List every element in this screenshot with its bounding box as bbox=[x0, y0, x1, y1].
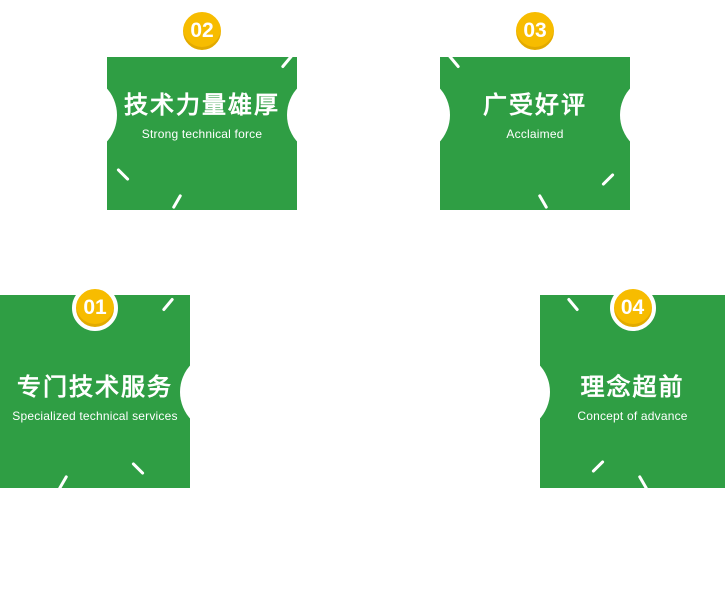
card-content: 理念超前 Concept of advance bbox=[540, 295, 725, 488]
feature-card-04: 04 理念超前 Concept of advance bbox=[470, 285, 725, 491]
edge-notch bbox=[180, 352, 260, 432]
card-title: 技术力量雄厚 bbox=[124, 92, 280, 119]
card-background bbox=[470, 295, 725, 488]
number-badge: 04 bbox=[609, 285, 656, 331]
edge-notch bbox=[37, 75, 117, 155]
edge-notch bbox=[370, 75, 450, 155]
card-content: 专门技术服务 Specialized technical services bbox=[0, 295, 190, 488]
badge-number: 03 bbox=[523, 19, 547, 42]
badge-number: 04 bbox=[620, 296, 645, 319]
card-title: 专门技术服务 bbox=[17, 374, 173, 401]
feature-card-02: 02 技术力量雄厚 Strong technical force bbox=[37, 8, 367, 210]
card-background bbox=[0, 295, 260, 488]
edge-notch bbox=[287, 75, 367, 155]
badge-number: 02 bbox=[190, 19, 214, 42]
feature-card-01: 01 专门技术服务 Specialized technical services bbox=[0, 285, 260, 491]
number-badge: 02 bbox=[179, 8, 225, 54]
card-subtitle: Concept of advance bbox=[577, 409, 688, 424]
card-title: 广受好评 bbox=[483, 92, 587, 119]
card-subtitle: Specialized technical services bbox=[12, 409, 178, 424]
card-subtitle: Acclaimed bbox=[506, 127, 564, 142]
badge-number: 01 bbox=[83, 296, 107, 319]
edge-notch bbox=[620, 75, 700, 155]
number-badge: 03 bbox=[512, 8, 558, 54]
number-badge: 01 bbox=[72, 285, 118, 331]
card-content: 技术力量雄厚 Strong technical force bbox=[107, 57, 297, 210]
card-background bbox=[37, 57, 367, 210]
card-background bbox=[370, 57, 700, 210]
feature-card-03: 03 广受好评 Acclaimed bbox=[370, 8, 700, 210]
card-title: 理念超前 bbox=[580, 374, 685, 401]
card-subtitle: Strong technical force bbox=[141, 127, 263, 142]
card-content: 广受好评 Acclaimed bbox=[440, 57, 630, 210]
edge-notch bbox=[470, 352, 550, 432]
